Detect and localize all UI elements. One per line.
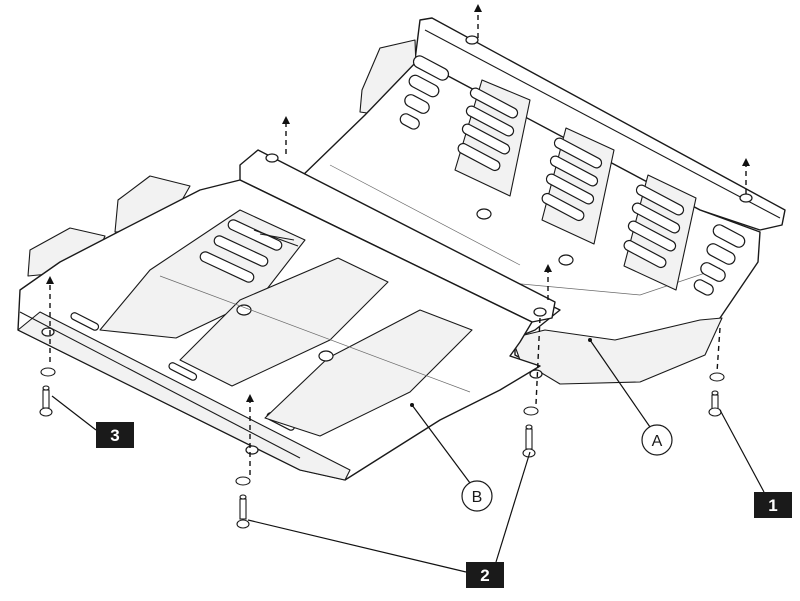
callout-3-number: 3 (110, 426, 119, 445)
callout-1: 1 (754, 492, 792, 518)
skid-plate-b (17, 149, 556, 481)
bolt-1 (708, 372, 725, 417)
skid-plate-a (299, 17, 786, 385)
callout-2: 2 (466, 562, 504, 588)
bolt-axis-right (716, 327, 721, 373)
callout-1-number: 1 (768, 496, 777, 515)
part-label-a-text: A (652, 433, 663, 450)
part-label-b: B (461, 480, 493, 512)
callout-3: 3 (96, 422, 134, 448)
callout-2-number: 2 (480, 566, 489, 585)
part-label-b-text: B (472, 489, 483, 506)
bolt-2-right (522, 406, 539, 458)
bolt-3 (39, 367, 56, 417)
removal-arrows (46, 4, 750, 475)
bolt-2-left (235, 476, 251, 529)
leader-lines (51, 338, 765, 573)
part-label-a: A (641, 424, 673, 456)
